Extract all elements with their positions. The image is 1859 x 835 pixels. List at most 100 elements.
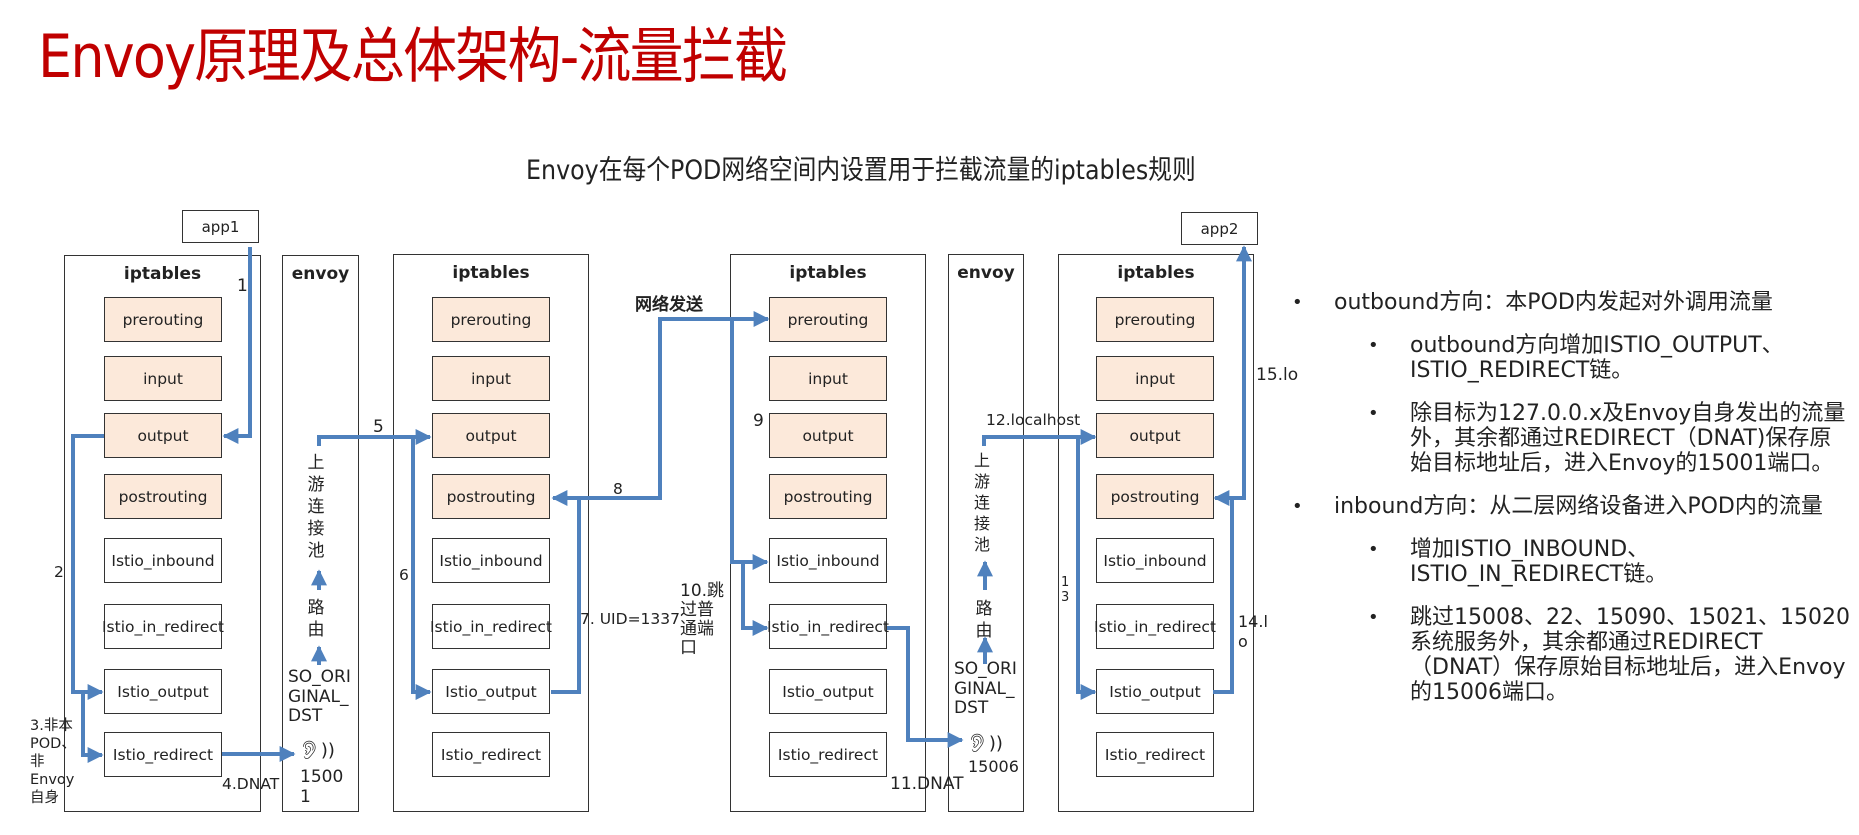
bullet-icon: • [1368,403,1379,424]
chain-output: output [1096,413,1214,458]
step-1-label: 1 [237,276,248,296]
note-subitem: • 增加ISTIO_INBOUND、ISTIO_IN_REDIRECT链。 [1290,537,1850,587]
iptables-title: iptables [789,263,867,283]
chain-istio-inbound: Istio_inbound [769,538,887,583]
iptables-title: iptables [123,264,202,284]
ear-listening-icon: 👂︎)) [298,740,335,761]
line: 口 [680,638,697,658]
chain-postrouting: postrouting [432,474,550,519]
char: 连 [973,493,990,512]
step-15-label: 15.lo [1256,365,1299,385]
so-original-dst-label: SO_ORI GINAL_ DST [288,667,351,727]
so-original-dst-label: SO_ORI GINAL_ DST [954,659,1017,719]
chain-postrouting: postrouting [769,474,887,519]
chain-input: input [432,356,550,401]
chain-input: input [104,356,222,401]
note-text: 跳过15008、22、15090、15021、15020系统服务外，其余都通过R… [1410,605,1850,705]
network-send-label: 网络发送 [635,295,703,315]
upstream-pool-label: 上 游 连 接 池 [306,452,326,562]
chain-output: output [769,413,887,458]
bullet-icon: • [1368,539,1379,560]
line: 通端 [680,619,714,639]
envoy-title: envoy [291,264,350,284]
line: POD、 [30,736,76,752]
char: 连 [307,497,325,517]
chain-postrouting: postrouting [1096,474,1214,519]
note-subitem: • 跳过15008、22、15090、15021、15020系统服务外，其余都通过… [1290,605,1850,705]
chain-prerouting: prerouting [1096,297,1214,342]
page-title: Envoy原理及总体架构-流量拦截 [38,22,788,92]
port-15001-label: 1500 1 [300,767,344,807]
line: 3 [1061,590,1070,605]
diagram-subtitle: Envoy在每个POD网络空间内设置用于拦截流量的iptables规则 [526,155,1196,186]
note-subitem: • outbound方向增加ISTIO_OUTPUT、ISTIO_REDIRECT… [1290,333,1850,383]
char: 上 [307,453,325,473]
step-11-label: 11.DNAT [890,774,964,794]
envoy-title: envoy [957,263,1015,283]
char: 路 [975,599,993,619]
bullet-icon: • [1292,496,1303,517]
line: 1 [300,786,311,807]
line: 14.l [1238,612,1268,631]
note-text: inbound方向：从二层网络设备进入POD内的流量 [1334,494,1823,519]
ear-listening-icon: 👂︎)) [966,733,1003,754]
chain-istio-redirect: Istio_redirect [769,732,887,777]
step-7-label: 7. UID=1337 [580,610,681,628]
chain-istio-inbound: Istio_inbound [104,538,222,583]
app2-box: app2 [1181,212,1258,245]
note-text: 除目标为127.0.0.x及Envoy自身发出的流量外，其余都通过REDIREC… [1410,401,1846,476]
note-item: • inbound方向：从二层网络设备进入POD内的流量 [1290,494,1850,519]
char: 接 [307,519,325,539]
line: GINAL_ [288,686,349,707]
chain-istio-redirect: Istio_redirect [432,732,550,777]
char: 路 [307,598,325,618]
char: 由 [975,621,993,641]
chain-istio-redirect: Istio_redirect [1096,732,1214,777]
chain-input: input [769,356,887,401]
bullet-icon: • [1368,607,1379,628]
step-3-label: 3.非本 POD、 非 Envoy 自身 [30,717,76,807]
chain-istio-in-redirect: Istio_in_redirect [767,604,889,649]
line: DST [288,706,323,727]
app1-box: app1 [182,210,259,243]
char: 游 [973,472,990,491]
step-6-label: 6 [399,566,409,584]
step-14-label: 14.l o [1238,612,1268,652]
step-12-label: 12.localhost [986,411,1081,429]
char: 接 [973,514,990,533]
step-13-label: 1 3 [1061,575,1069,605]
chain-prerouting: prerouting [104,297,222,342]
note-item: •outbound方向：本POD内发起对外调用流量 [1290,290,1850,315]
line: 1500 [300,767,344,787]
chain-postrouting: postrouting [104,474,222,519]
chain-istio-in-redirect: Istio_in_redirect [430,604,552,649]
line: 过普 [680,600,714,620]
line: 1 [1061,575,1070,590]
char: 由 [307,620,325,640]
iptables-title: iptables [452,263,530,283]
chain-istio-output: Istio_output [432,669,550,714]
line: Envoy [30,772,75,788]
upstream-pool-label: 上 游 连 接 池 [972,450,992,555]
char: 池 [307,541,325,561]
line: 非 [30,754,45,770]
route-label: 路 由 [974,598,994,642]
chain-istio-in-redirect: Istio_in_redirect [1094,604,1216,649]
note-text: outbound方向增加ISTIO_OUTPUT、ISTIO_REDIRECT链… [1410,333,1784,383]
chain-istio-output: Istio_output [769,669,887,714]
chain-output: output [104,413,222,458]
char: 游 [307,475,325,495]
iptables-title: iptables [1117,263,1195,283]
chain-istio-output: Istio_output [104,669,222,714]
step-10-label: 10.跳 过普 通端 口 [680,582,724,658]
note-text: 增加ISTIO_INBOUND、ISTIO_IN_REDIRECT链。 [1410,537,1668,587]
step-5-label: 5 [373,417,384,437]
chain-istio-in-redirect: Istio_in_redirect [102,604,224,649]
chain-istio-inbound: Istio_inbound [432,538,550,583]
chain-prerouting: prerouting [769,297,887,342]
bullet-icon: • [1368,335,1379,356]
step-8-label: 8 [613,480,623,498]
note-subitem: • 除目标为127.0.0.x及Envoy自身发出的流量外，其余都通过REDIRE… [1290,401,1850,476]
char: 上 [973,451,990,470]
chain-prerouting: prerouting [432,297,550,342]
